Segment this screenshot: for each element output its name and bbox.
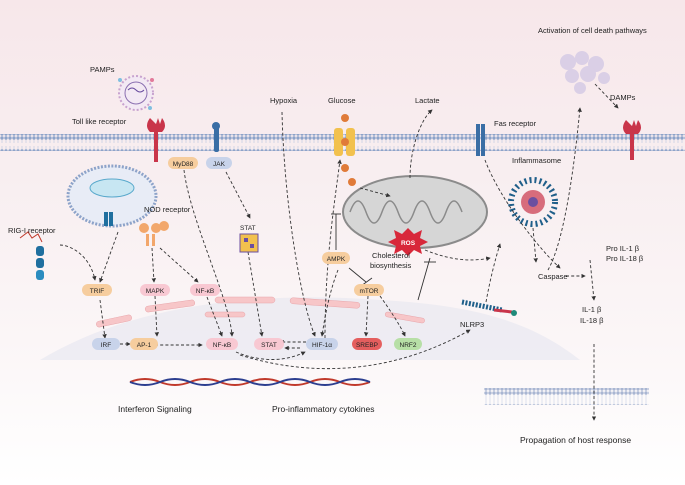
label-pro-il1b: Pro IL-1 β <box>606 244 640 253</box>
host-membrane <box>484 388 649 405</box>
pill-ap1: AP-1 <box>130 338 158 350</box>
label-toll-like-receptor: Toll like receptor <box>72 117 127 126</box>
dying-cells-icon <box>560 51 610 94</box>
label-cholesterol-2: biosynthesis <box>370 261 412 270</box>
glucose-transporter-icon <box>334 114 356 186</box>
jak-receptor-icon <box>212 122 220 152</box>
toll-like-receptor-icon <box>147 118 165 162</box>
label-pamps: PAMPs <box>90 65 115 74</box>
pill-myd88-label: MyD88 <box>173 161 194 168</box>
pill-jak: JAK <box>206 157 232 169</box>
label-death-pathways: Activation of cell death pathways <box>538 26 647 35</box>
pill-ampk: AMPK <box>322 252 350 264</box>
pill-srebp-label: SREBP <box>356 342 378 349</box>
pill-srebp: SREBP <box>352 338 382 350</box>
pill-nrf2-label: NRF2 <box>400 342 417 349</box>
pill-irf: IRF <box>92 338 120 350</box>
label-interferon-signaling: Interferon Signaling <box>118 404 192 414</box>
rig-i-receptor-icon <box>19 231 44 280</box>
pill-trif: TRIF <box>82 284 112 296</box>
pill-hif1a: HIF-1α <box>306 338 338 350</box>
pill-stat-label: STAT <box>261 342 277 349</box>
label-nlrp3: NLRP3 <box>460 320 484 329</box>
label-propagation: Propagation of host response <box>520 435 631 445</box>
pill-mtor-label: mTOR <box>359 288 378 295</box>
pill-nfkb-top-label: NF-κB <box>196 288 214 295</box>
endoplasmic-reticulum <box>96 296 425 328</box>
pill-nfkb-label: NF-κB <box>213 342 231 349</box>
label-il1b: IL-1 β <box>582 305 602 314</box>
pill-nfkb-top: NF-κB <box>190 284 220 296</box>
pill-nfkb: NF-κB <box>206 338 238 350</box>
pill-mapk: MAPK <box>140 284 170 296</box>
pill-nrf2: NRF2 <box>394 338 422 350</box>
endosome-icon <box>66 164 158 228</box>
label-nod-receptor: NOD receptor <box>144 205 191 214</box>
label-pro-il18b: Pro IL-18 β <box>606 254 644 263</box>
label-pro-inflammatory: Pro-inflammatory cytokines <box>272 404 375 414</box>
ros-burst-icon: ROS <box>388 228 428 256</box>
pill-ampk-label: AMPK <box>327 256 346 263</box>
stat-dimer-icon <box>239 233 259 253</box>
label-fas-receptor: Fas receptor <box>494 119 537 128</box>
pill-mapk-label: MAPK <box>146 288 165 295</box>
dna-helix <box>129 378 371 386</box>
pill-trif-label: TRIF <box>90 288 104 295</box>
label-rig-i-receptor: RIG-I receptor <box>8 226 56 235</box>
nod-receptor-icon <box>139 221 169 246</box>
pamps-virus-icon <box>118 75 154 111</box>
label-inflammasome: Inflammasome <box>512 156 561 165</box>
pill-mtor: mTOR <box>354 284 384 296</box>
label-damps: DAMPs <box>610 93 636 102</box>
label-stat-top: STAT <box>240 225 256 232</box>
label-il18b: IL-18 β <box>580 316 604 325</box>
nlrp3-rod-icon <box>461 299 517 316</box>
label-glucose: Glucose <box>328 96 356 105</box>
pill-ap1-label: AP-1 <box>137 342 152 349</box>
pill-irf-label: IRF <box>101 342 112 349</box>
pill-stat: STAT <box>254 338 284 350</box>
label-caspase: Caspase <box>538 272 568 281</box>
pill-jak-label: JAK <box>213 161 226 168</box>
damps-receptor-icon <box>623 120 641 160</box>
nucleus-region <box>40 297 580 360</box>
label-hypoxia: Hypoxia <box>270 96 298 105</box>
pill-hif1a-label: HIF-1α <box>312 342 332 349</box>
pill-myd88: MyD88 <box>168 157 198 169</box>
label-cholesterol-1: Cholesterol <box>372 251 410 260</box>
label-lactate: Lactate <box>415 96 440 105</box>
fas-receptor-icon <box>476 124 485 156</box>
inflammasome-icon <box>508 177 558 227</box>
ros-label: ROS <box>401 240 416 247</box>
